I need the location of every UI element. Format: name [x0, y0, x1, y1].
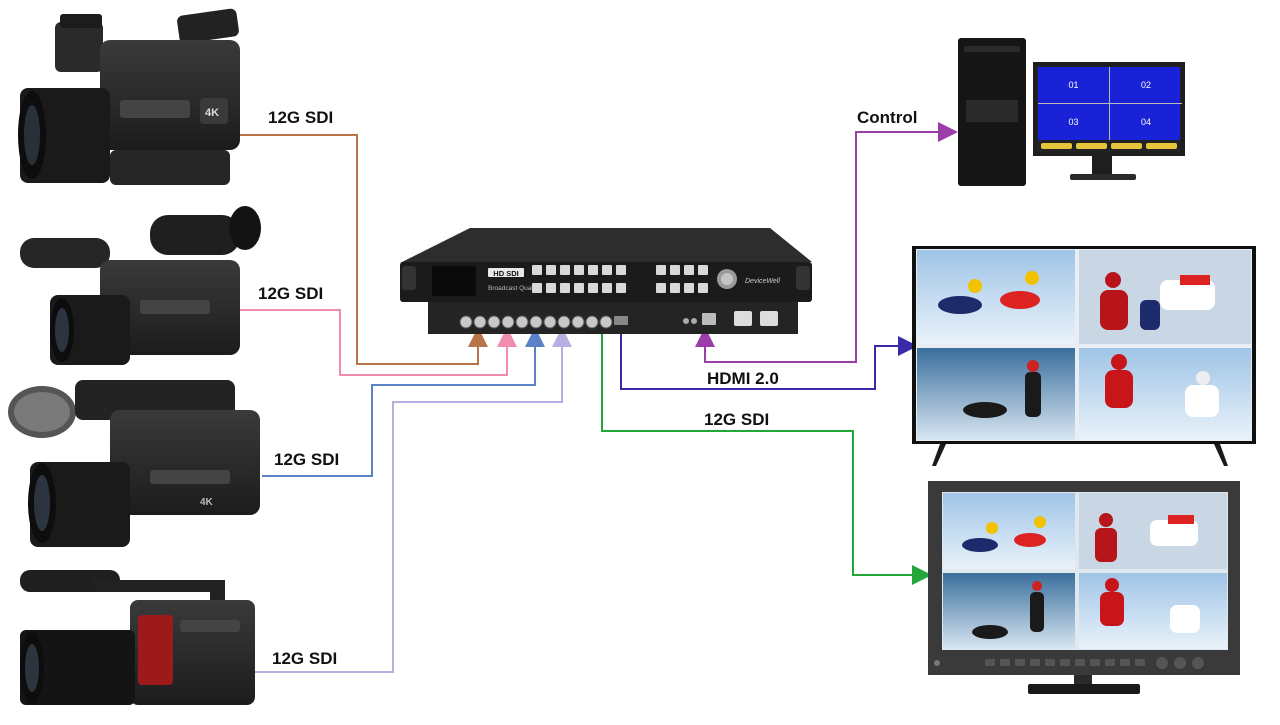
hdmi-output-label: HDMI 2.0	[707, 369, 779, 388]
pc-window-03[interactable]: 03	[1038, 104, 1110, 140]
camera4-link-label: 12G SDI	[272, 649, 338, 668]
pc-window-01[interactable]: 01	[1038, 67, 1110, 104]
multiviewer-device: HD SDI Broadcast Quality DeviceWell	[400, 228, 812, 334]
sdi-broadcast-monitor	[928, 481, 1240, 694]
pc-control-button-4[interactable]	[1146, 142, 1177, 149]
camera4-link	[255, 327, 572, 673]
device-subtitle: Broadcast Quality	[488, 285, 540, 292]
control-link-label: Control	[857, 108, 918, 127]
sdi-output-label: 12G SDI	[704, 410, 770, 429]
control-link	[695, 122, 958, 363]
device-logo: HD SDI	[493, 269, 518, 278]
rj45-port	[702, 313, 716, 325]
camera-3: 4K	[8, 380, 260, 547]
pc-window-04[interactable]: 04	[1110, 104, 1182, 140]
camera3-link	[262, 327, 545, 477]
tv-quadrant-3	[917, 348, 1075, 440]
pc-control-button-3[interactable]	[1111, 142, 1142, 149]
monitor-quadrant-1	[943, 493, 1075, 569]
sdi-output-link	[601, 333, 932, 585]
hdmi-tv	[912, 246, 1256, 466]
camera1-link	[240, 134, 488, 365]
tv-quadrant-4	[1079, 348, 1251, 440]
pc-window-01-label: 01	[1068, 80, 1079, 90]
camera1-badge: 4K	[205, 107, 219, 119]
tv-quadrant-1	[917, 250, 1075, 344]
device-lcd	[432, 266, 476, 296]
pc-window-02[interactable]: 02	[1110, 67, 1182, 104]
pc-window-04-label: 04	[1140, 117, 1151, 127]
hdmi-port	[614, 316, 628, 325]
pc-control-strip	[1038, 140, 1180, 151]
camera2-link-label: 12G SDI	[258, 284, 324, 303]
hdmi-output-link	[620, 333, 918, 390]
camera-2	[20, 206, 261, 365]
monitor-quadrant-3	[943, 573, 1075, 649]
camera2-link	[240, 309, 517, 376]
camera3-link-label: 12G SDI	[274, 450, 340, 469]
power-inlet-1	[734, 311, 752, 326]
camera3-badge: 4K	[200, 497, 214, 508]
camera1-link-label: 12G SDI	[268, 108, 334, 127]
device-brand: DeviceWell	[745, 278, 780, 285]
pc-multiview-screen: 01 02 03 04	[1037, 66, 1182, 152]
power-inlet-2	[760, 311, 778, 326]
monitor-buttons	[985, 657, 1204, 669]
pc-window-03-label: 03	[1068, 117, 1079, 127]
device-front-buttons	[532, 265, 708, 293]
sdi-connectors	[459, 315, 613, 329]
pc-window-02-label: 02	[1140, 80, 1151, 90]
camera-1: 4K	[18, 8, 240, 185]
pc-control-button-1[interactable]	[1041, 142, 1072, 149]
camera-4	[20, 570, 255, 705]
pc-control-button-2[interactable]	[1076, 142, 1107, 149]
